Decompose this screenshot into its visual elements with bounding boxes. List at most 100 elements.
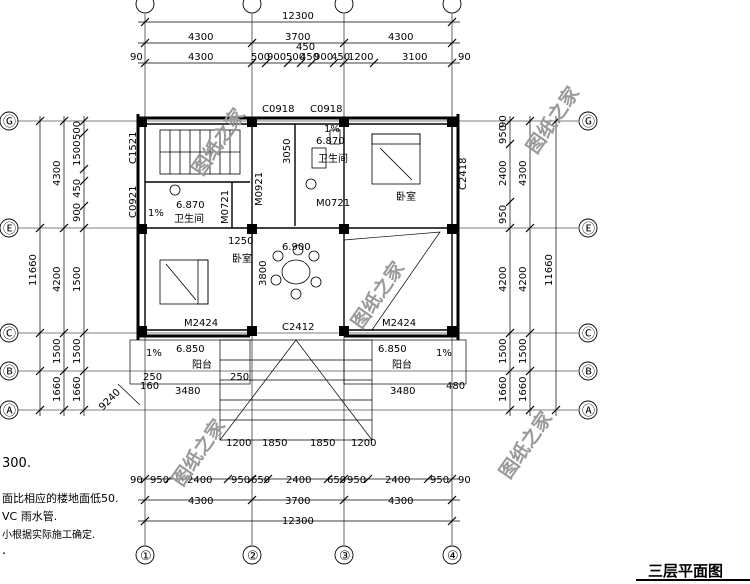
axis-label-e-right: Ⓔ xyxy=(582,222,595,237)
dim-rc2-5: 1500 xyxy=(498,339,509,364)
dim-b1-2: 2400 xyxy=(187,475,212,486)
room-bedroom2: 卧室 xyxy=(232,252,252,265)
dim-l2-0: 500 xyxy=(72,121,83,140)
room-bedroom1: 卧室 xyxy=(396,190,416,203)
slope-3: 1% xyxy=(146,348,162,359)
axis-label-1: ① xyxy=(140,549,152,564)
dim-bal-2: 3480 xyxy=(175,386,200,397)
dim-rc2-3: 950 xyxy=(498,205,509,224)
axis-label-g-right: Ⓖ xyxy=(582,115,595,130)
drawing-title: 三层平面图 xyxy=(648,562,723,580)
dim-l2-6: 1660 xyxy=(72,377,83,402)
dim-top-b: 3700 xyxy=(285,32,310,43)
watermark-5: 图纸之家 xyxy=(494,406,557,482)
axis-label-e: Ⓔ xyxy=(3,222,16,237)
dim-1250: 1250 xyxy=(228,236,253,247)
room-bath2: 卫生间 xyxy=(318,152,348,165)
axis-label-b: Ⓑ xyxy=(3,365,16,380)
slope-2: 1% xyxy=(324,124,340,135)
note-1: 300. xyxy=(2,456,31,471)
label-m0921: M0921 xyxy=(254,172,265,206)
dim-rc2-1: 950 xyxy=(498,125,509,144)
dim-b1-7: 950 xyxy=(347,475,366,486)
dim-bal-1: 250 xyxy=(143,372,162,383)
dim-9240: 9240 xyxy=(97,387,123,413)
dim-right-total: 11660 xyxy=(544,254,555,286)
label-3800: 3800 xyxy=(258,261,269,286)
dim-stair-1: 1850 xyxy=(262,438,287,449)
dim-r2-0: 90 xyxy=(130,52,143,63)
label-c0918-a: C0918 xyxy=(262,104,294,115)
dim-stair-3: 1200 xyxy=(351,438,376,449)
dim-r1-3: 1660 xyxy=(518,377,529,402)
dim-r2-5: 450 xyxy=(300,52,319,63)
dim-r1-0: 4300 xyxy=(518,161,529,186)
axis-label-2: ② xyxy=(247,549,259,564)
label-m2424-b: M2424 xyxy=(382,318,416,329)
dim-rc2-2: 2400 xyxy=(498,161,509,186)
dim-left-total: 11660 xyxy=(28,254,39,286)
dim-top-450: 450 xyxy=(296,42,315,53)
elev-3: 6.900 xyxy=(282,242,311,253)
dim-r2-7: 450 xyxy=(331,52,350,63)
dim-r2-6: 900 xyxy=(314,52,333,63)
note-3: VC 雨水管. xyxy=(2,509,57,523)
elev-2: 6.870 xyxy=(316,136,345,147)
axis-label-b-right: Ⓑ xyxy=(582,365,595,380)
dim-l1-2: 1500 xyxy=(52,339,63,364)
dim-b1-1: 950 xyxy=(150,475,169,486)
dim-top-total: 12300 xyxy=(282,11,314,22)
dim-r2-1: 4300 xyxy=(188,52,213,63)
dim-b1-10: 90 xyxy=(458,475,471,486)
dim-r2-3: 900 xyxy=(267,52,286,63)
dim-b2-2: 4300 xyxy=(388,496,413,507)
dim-top-c: 4300 xyxy=(388,32,413,43)
elev-4: 6.850 xyxy=(176,344,205,355)
dim-b1-3: 950 xyxy=(231,475,250,486)
elev-1: 6.870 xyxy=(176,200,205,211)
room-balcony1: 阳台 xyxy=(192,358,212,371)
dim-rc2-6: 1660 xyxy=(498,377,509,402)
dim-bal-5: 480 xyxy=(446,381,465,392)
dim-l1-3: 1660 xyxy=(52,377,63,402)
dim-l2-4: 900 xyxy=(72,203,83,222)
dim-l2-1: 1500 xyxy=(72,141,83,166)
dim-r2-8: 1200 xyxy=(348,52,373,63)
note-5: . xyxy=(2,543,6,558)
dim-bottom-total: 12300 xyxy=(282,516,314,527)
label-m0721-a: M0721 xyxy=(220,190,231,224)
note-2: 面比相应的楼地面低50. xyxy=(2,491,119,505)
dim-b1-4: 650 xyxy=(251,475,270,486)
dim-r2-2: 500 xyxy=(251,52,270,63)
axis-label-4: ④ xyxy=(447,549,459,564)
label-c0918-b: C0918 xyxy=(310,104,342,115)
label-c0921: C0921 xyxy=(128,186,139,218)
axis-label-c: Ⓒ xyxy=(3,327,16,342)
label-3050: 3050 xyxy=(282,139,293,164)
label-c2412: C2412 xyxy=(282,322,314,333)
slope-1: 1% xyxy=(148,208,164,219)
dim-top-a: 4300 xyxy=(188,32,213,43)
dim-bal-3: 250 xyxy=(230,372,249,383)
note-4: 小根据实际施工确定. xyxy=(2,528,95,541)
dim-b2-1: 3700 xyxy=(285,496,310,507)
dim-rc2-0: 90 xyxy=(498,115,509,128)
dim-stair-2: 1850 xyxy=(310,438,335,449)
axis-label-a-right: Ⓐ xyxy=(582,404,595,419)
dim-b1-5: 2400 xyxy=(286,475,311,486)
dim-b1-0: 90 xyxy=(130,475,143,486)
axis-label-g: Ⓖ xyxy=(3,115,16,130)
dim-b1-8: 2400 xyxy=(385,475,410,486)
elev-5: 6.850 xyxy=(378,344,407,355)
dim-r2-9: 3100 xyxy=(402,52,427,63)
dim-b1-9: 950 xyxy=(430,475,449,486)
dim-r1-2: 1500 xyxy=(518,339,529,364)
room-balcony2: 阳台 xyxy=(392,358,412,371)
dim-stair-0: 1200 xyxy=(226,438,251,449)
dim-l2-2: 1500 xyxy=(72,267,83,292)
axis-label-c-right: Ⓒ xyxy=(582,327,595,342)
label-m2424-a: M2424 xyxy=(184,318,218,329)
dim-b1-6: 650 xyxy=(327,475,346,486)
dim-l2-3: 450 xyxy=(72,179,83,198)
